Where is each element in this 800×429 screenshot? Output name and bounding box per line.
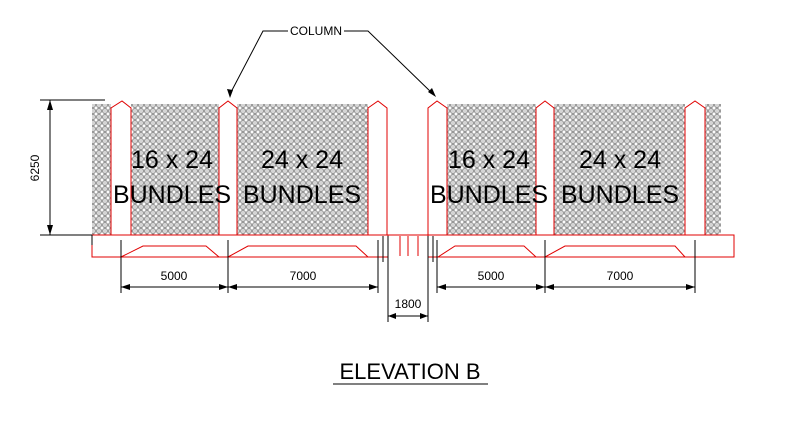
bay-labels: 16 x 24 BUNDLES 24 x 24 BUNDLES 16 x 24 … [113, 146, 679, 209]
dim-gap-1800: 1800 [395, 297, 422, 311]
bundle-stack-bay-3 [447, 104, 536, 235]
bay-1-size: 16 x 24 [131, 146, 213, 174]
column [535, 100, 555, 235]
bundle-stacks [92, 104, 721, 235]
bundle-stack-left-edge [92, 104, 111, 235]
column-callout-label: COLUMN [290, 24, 342, 38]
foundation [91, 234, 735, 262]
height-dimension: 6250 [28, 99, 105, 236]
bundle-stack-bay-4 [554, 104, 685, 235]
dim-left-7000: 7000 [290, 269, 317, 283]
bundle-stack-right-edge [705, 104, 721, 235]
bay-4-word: BUNDLES [561, 181, 679, 209]
column [427, 100, 448, 235]
bay-1-word: BUNDLES [113, 181, 231, 209]
elevation-title: ELEVATION B [339, 359, 480, 384]
bay-4-size: 24 x 24 [579, 146, 661, 174]
dim-left-5000: 5000 [161, 269, 188, 283]
bay-2-size: 24 x 24 [261, 146, 343, 174]
bundle-stack-bay-2 [237, 104, 368, 235]
bay-3-size: 16 x 24 [448, 146, 530, 174]
horizontal-dimensions: 5000 7000 5000 7000 1800 [120, 240, 696, 322]
bay-2-word: BUNDLES [243, 181, 361, 209]
bay-3-word: BUNDLES [430, 181, 548, 209]
column [218, 100, 238, 235]
dim-right-7000: 7000 [607, 269, 634, 283]
column [110, 100, 132, 235]
column-callout: COLUMN [227, 24, 436, 98]
height-dim-value: 6250 [28, 154, 42, 181]
dim-right-5000: 5000 [478, 269, 505, 283]
bundle-stack-bay-1 [131, 104, 219, 235]
drawing-title: ELEVATION B [333, 359, 488, 385]
column [684, 100, 706, 235]
columns [110, 100, 706, 235]
column [367, 100, 388, 235]
